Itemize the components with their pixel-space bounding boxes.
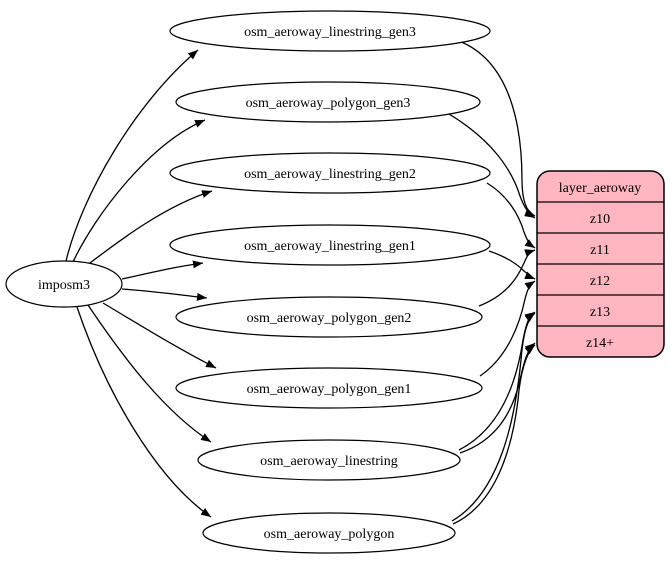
edge-imposm3-to-polygon-gen1: [102, 302, 217, 369]
table-label: osm_aeroway_polygon_gen3: [246, 96, 411, 111]
node-layer-aeroway: layer_aeroway z10 z11 z12 z13 z14+: [536, 170, 665, 358]
table-label: osm_aeroway_polygon: [264, 527, 395, 542]
table-ellipse: [175, 81, 481, 123]
edge-imposm3-to-linestring-gen2: [85, 190, 213, 267]
edge-imposm3-to-linestring-gen1: [121, 260, 204, 280]
table-ellipse: [175, 296, 483, 338]
edge-polygon-gen3-to-z10: [448, 113, 536, 219]
table-ellipse: [169, 10, 491, 52]
table-label: osm_aeroway_polygon_gen2: [247, 311, 412, 326]
edge-imposm3-to-polygon-gen2: [121, 288, 208, 301]
layer-row-z12: z12: [590, 274, 610, 289]
table-label: osm_aeroway_linestring_gen3: [244, 25, 416, 40]
edge-linestring-gen2-to-z11: [486, 182, 536, 249]
table-label: osm_aeroway_polygon_gen1: [247, 382, 412, 397]
table-ellipse: [175, 367, 483, 409]
table-label: osm_aeroway_linestring_gen2: [244, 167, 416, 182]
layer-row-z13: z13: [590, 305, 610, 320]
layer-row-z10: z10: [590, 212, 610, 227]
edge-polygon-gen1-to-z12: [479, 280, 536, 377]
layer-row-z14: z14+: [586, 336, 614, 351]
node-osm-aeroway-polygon: osm_aeroway_polygon: [202, 512, 456, 554]
edges-from-imposm3: [65, 49, 217, 518]
node-osm-aeroway-polygon-gen1: osm_aeroway_polygon_gen1: [175, 367, 483, 409]
table-label: osm_aeroway_linestring_gen1: [244, 239, 416, 254]
table-ellipse: [197, 439, 461, 481]
layer-row-z11: z11: [590, 243, 610, 258]
node-imposm3: imposm3: [5, 260, 123, 308]
imposm3-label: imposm3: [38, 278, 90, 293]
edge-polygon-to-z14: [452, 344, 536, 525]
table-ellipse: [202, 512, 456, 554]
imposm3-ellipse: [5, 260, 123, 308]
node-osm-aeroway-linestring: osm_aeroway_linestring: [197, 439, 461, 481]
node-osm-aeroway-linestring-gen2: osm_aeroway_linestring_gen2: [169, 152, 491, 194]
edge-polygon-to-z13: [451, 312, 536, 522]
edge-linestring-gen1-to-z12: [488, 250, 536, 280]
edge-imposm3-to-polygon-gen3: [72, 119, 206, 263]
edges-to-layer: [448, 40, 536, 525]
table-ellipse: [169, 224, 491, 266]
edge-imposm3-to-polygon: [76, 306, 212, 518]
edge-imposm3-to-linestring-gen3: [65, 49, 199, 262]
node-osm-aeroway-linestring-gen1: osm_aeroway_linestring_gen1: [169, 224, 491, 266]
table-ellipse: [169, 152, 491, 194]
edge-linestring-gen3-to-z10: [458, 40, 536, 217]
layer-aeroway-title: layer_aeroway: [559, 181, 641, 196]
node-osm-aeroway-polygon-gen2: osm_aeroway_polygon_gen2: [175, 296, 483, 338]
edge-polygon-gen2-to-z11: [478, 249, 536, 307]
node-osm-aeroway-linestring-gen3: osm_aeroway_linestring_gen3: [169, 10, 491, 52]
node-osm-aeroway-polygon-gen3: osm_aeroway_polygon_gen3: [175, 81, 481, 123]
table-label: osm_aeroway_linestring: [260, 454, 398, 469]
edge-imposm3-to-linestring: [87, 304, 212, 443]
